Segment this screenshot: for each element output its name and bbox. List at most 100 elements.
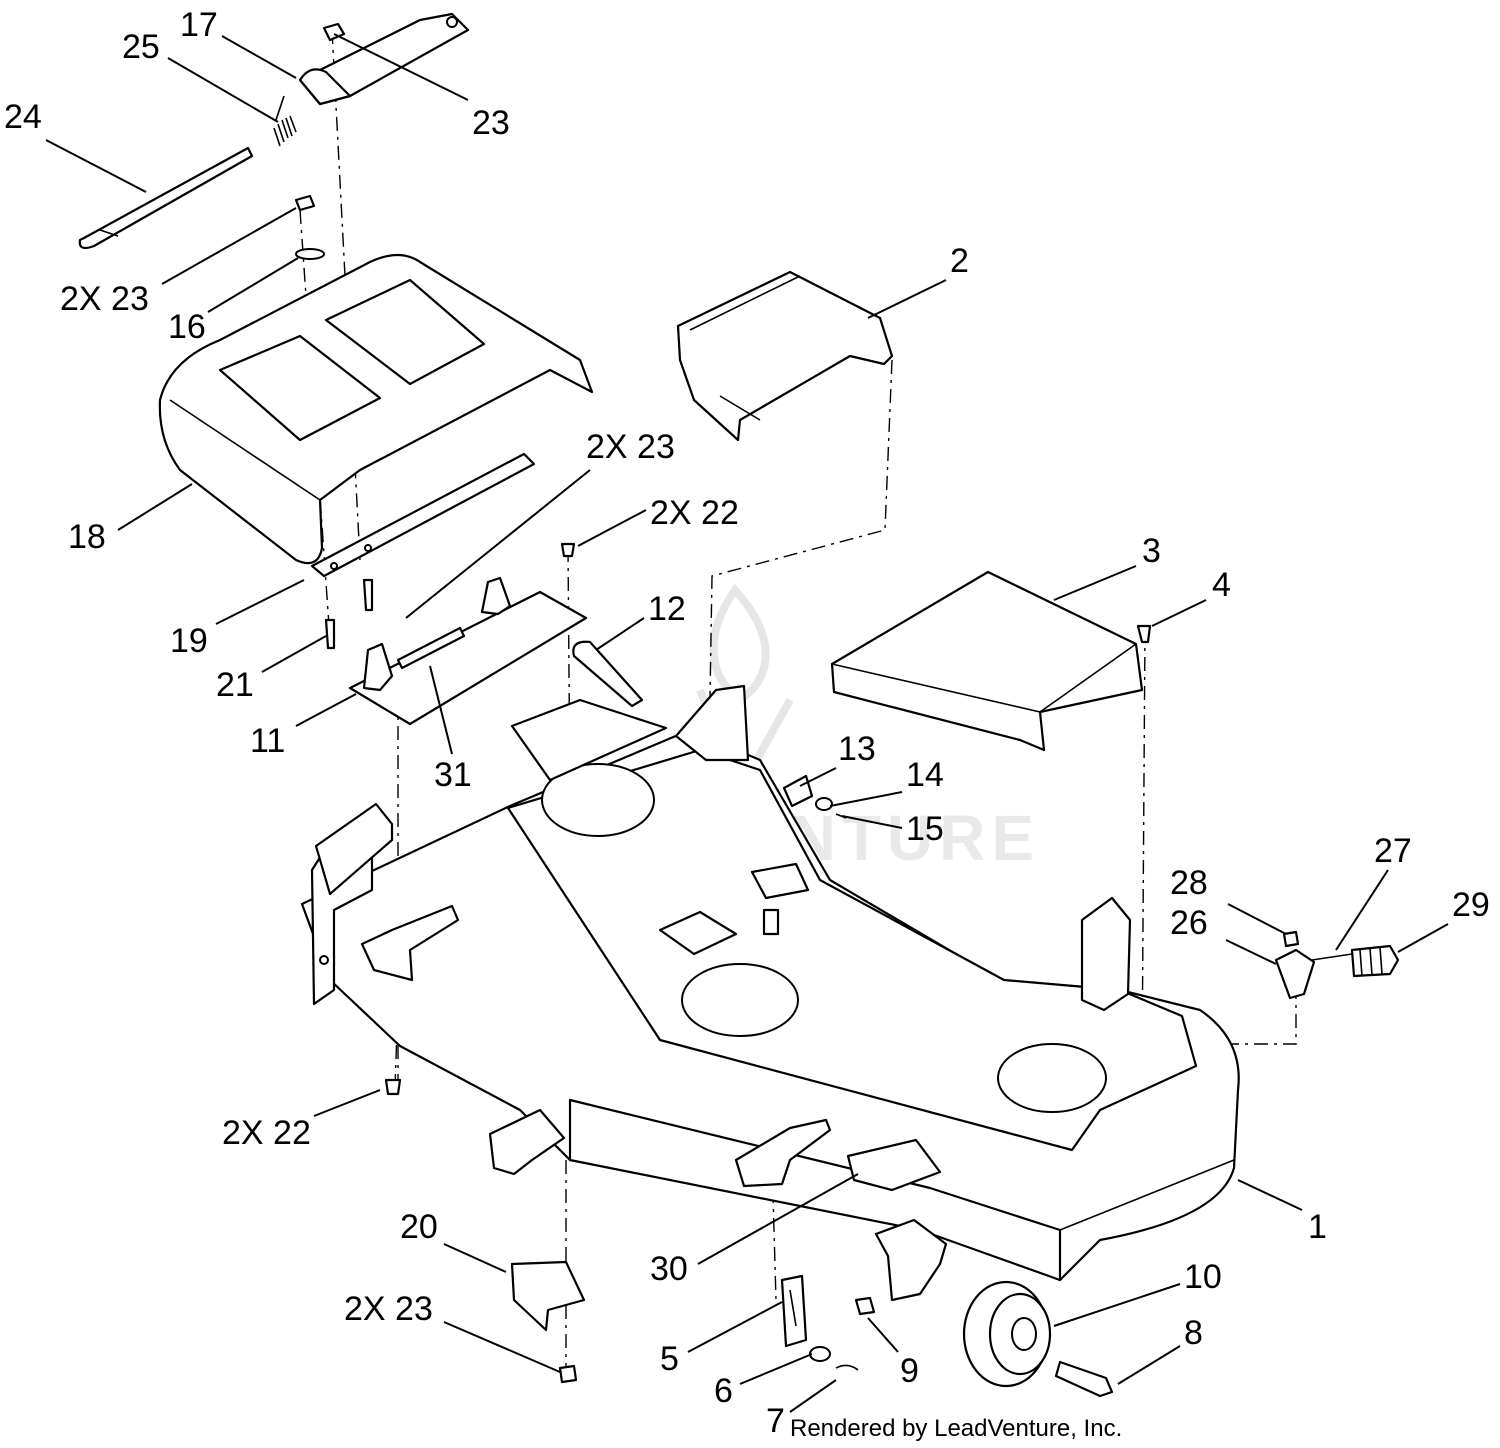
leader-line <box>1237 1179 1303 1211</box>
deck-bracket-upper <box>674 684 750 762</box>
callout-label: 27 <box>1374 832 1412 870</box>
callout-label: 18 <box>68 518 106 556</box>
callout-label: 2X 22 <box>222 1114 311 1152</box>
leader-line <box>313 1089 381 1117</box>
caster-bracket <box>874 1218 948 1302</box>
part-10-wheel <box>962 1280 1052 1388</box>
part-1-mower-deck <box>300 728 1240 1282</box>
callout-label: 26 <box>1170 904 1208 942</box>
callout-label: 15 <box>906 810 944 848</box>
part-31-decal <box>396 626 466 670</box>
leader-line <box>443 1243 507 1273</box>
leader-line <box>1335 869 1389 951</box>
callout-c22a: 2X 22 <box>577 494 739 547</box>
callout-label: 2X 23 <box>586 428 675 466</box>
callout-c8: 8 <box>1117 1314 1203 1385</box>
callout-c27: 27 <box>1335 832 1412 951</box>
callout-c30: 30 <box>650 1173 859 1288</box>
deck-pulley-plates <box>658 862 810 956</box>
part-24-rod <box>78 146 254 250</box>
callout-label: 14 <box>906 756 944 794</box>
leader-line <box>295 693 357 727</box>
leader-line <box>697 1173 859 1265</box>
leader-line <box>117 483 193 531</box>
part-28-fitting <box>1282 930 1300 948</box>
leader-line <box>789 1379 837 1413</box>
callout-label: 2 <box>950 242 969 280</box>
callout-c4: 4 <box>1151 566 1231 627</box>
leader-line <box>577 509 647 547</box>
callout-c1: 1 <box>1237 1179 1327 1246</box>
part-2-belt-cover <box>676 270 894 442</box>
callout-c31: 31 <box>429 665 472 794</box>
callout-label: 3 <box>1142 532 1161 570</box>
callout-c26: 26 <box>1170 904 1277 965</box>
part-5-link <box>780 1274 808 1348</box>
callout-c10: 10 <box>1053 1258 1222 1327</box>
callout-c19: 19 <box>170 579 305 660</box>
callout-label: 19 <box>170 622 208 660</box>
callout-label: 9 <box>900 1352 919 1390</box>
leader-line <box>261 635 327 673</box>
callout-c23a: 23 <box>333 33 510 142</box>
callout-label: 8 <box>1184 1314 1203 1352</box>
leader-line <box>841 815 903 829</box>
leader-line <box>867 1317 899 1353</box>
callout-c11: 11 <box>250 693 357 760</box>
callout-c3: 3 <box>1053 532 1161 601</box>
part-3-cover <box>830 570 1144 752</box>
callout-c16: 16 <box>168 257 299 346</box>
callout-c14: 14 <box>829 756 944 807</box>
part-19-strap <box>310 452 536 578</box>
callout-label: 25 <box>122 28 160 66</box>
callout-c17: 17 <box>180 6 297 79</box>
callout-label: 4 <box>1212 566 1231 604</box>
callout-label: 2X 23 <box>344 1290 433 1328</box>
part-4-bolt <box>1136 624 1152 644</box>
callout-label: 6 <box>714 1372 733 1410</box>
leader-line <box>167 57 279 123</box>
callout-label: 1 <box>1308 1208 1327 1246</box>
callout-c7: 7 <box>766 1379 837 1440</box>
deck-hanger-front-mid <box>734 1118 832 1188</box>
part-8-bolt <box>1054 1360 1114 1398</box>
deck-bracket-rear-left <box>314 802 394 896</box>
leader-line <box>1225 939 1277 965</box>
leader-line <box>215 579 305 625</box>
leader-line <box>799 767 837 787</box>
callout-c6: 6 <box>714 1353 813 1410</box>
part-26-elbow <box>1274 948 1316 1000</box>
leader-line <box>1227 903 1287 935</box>
callout-label: 17 <box>180 6 218 44</box>
deck-bracket-right <box>1080 896 1132 1012</box>
callout-c23c: 2X 23 <box>405 428 675 619</box>
callout-c2: 2 <box>867 242 969 319</box>
leader-line <box>867 279 947 319</box>
callout-label: 30 <box>650 1250 688 1288</box>
leader-line <box>443 1321 561 1373</box>
leader-line <box>687 1301 783 1353</box>
callout-c23b: 2X 23 <box>60 207 297 318</box>
callout-label: 12 <box>648 590 686 628</box>
part-16-washer <box>295 248 325 260</box>
callout-label: 31 <box>434 756 472 794</box>
callout-c5: 5 <box>660 1301 783 1378</box>
callout-label: 28 <box>1170 864 1208 902</box>
callout-label: 20 <box>400 1208 438 1246</box>
part-11-bracket-plate <box>348 576 588 726</box>
render-credit: Rendered by LeadVenture, Inc. <box>790 1415 1122 1442</box>
part-20-bracket <box>510 1260 586 1332</box>
part-18-seat-pan <box>158 253 594 565</box>
part-22-bolt-lower <box>384 1078 402 1096</box>
part-23-nut-bottom <box>558 1364 578 1384</box>
part-7-hairpin <box>835 1364 859 1371</box>
leader-line <box>333 33 469 101</box>
callout-c22b: 2X 22 <box>222 1089 381 1152</box>
callout-label: 29 <box>1452 886 1490 924</box>
part-22-bolt-upper <box>560 542 576 558</box>
callout-label: 11 <box>250 722 285 760</box>
part-29-coupler <box>1350 944 1400 978</box>
deck-baffle <box>510 698 668 782</box>
